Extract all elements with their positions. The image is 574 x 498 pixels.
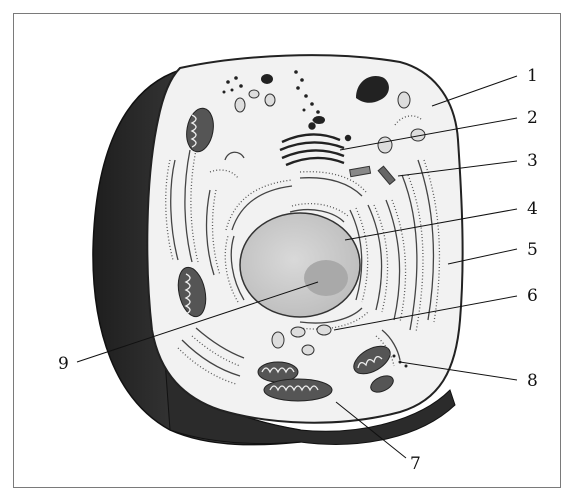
- vesicle: [265, 94, 275, 106]
- vesicle: [313, 116, 325, 124]
- label-1: 1: [527, 66, 538, 86]
- vesicle: [249, 90, 259, 98]
- label-3: 3: [527, 151, 538, 171]
- label-7: 7: [410, 454, 421, 474]
- label-2: 2: [527, 108, 538, 128]
- vesicle: [398, 92, 410, 108]
- vesicle: [272, 332, 284, 348]
- label-6: 6: [527, 286, 538, 306]
- vesicle: [378, 137, 392, 153]
- label-5: 5: [527, 240, 538, 260]
- vesicle: [261, 74, 273, 84]
- vesicle: [291, 327, 305, 337]
- label-4: 4: [527, 199, 538, 219]
- vesicle: [302, 345, 314, 355]
- mitochondrion: [264, 379, 332, 401]
- label-8: 8: [527, 371, 538, 391]
- label-9: 9: [58, 354, 69, 374]
- nucleolus: [304, 260, 348, 296]
- vesicle: [317, 325, 331, 335]
- vesicle: [235, 98, 245, 112]
